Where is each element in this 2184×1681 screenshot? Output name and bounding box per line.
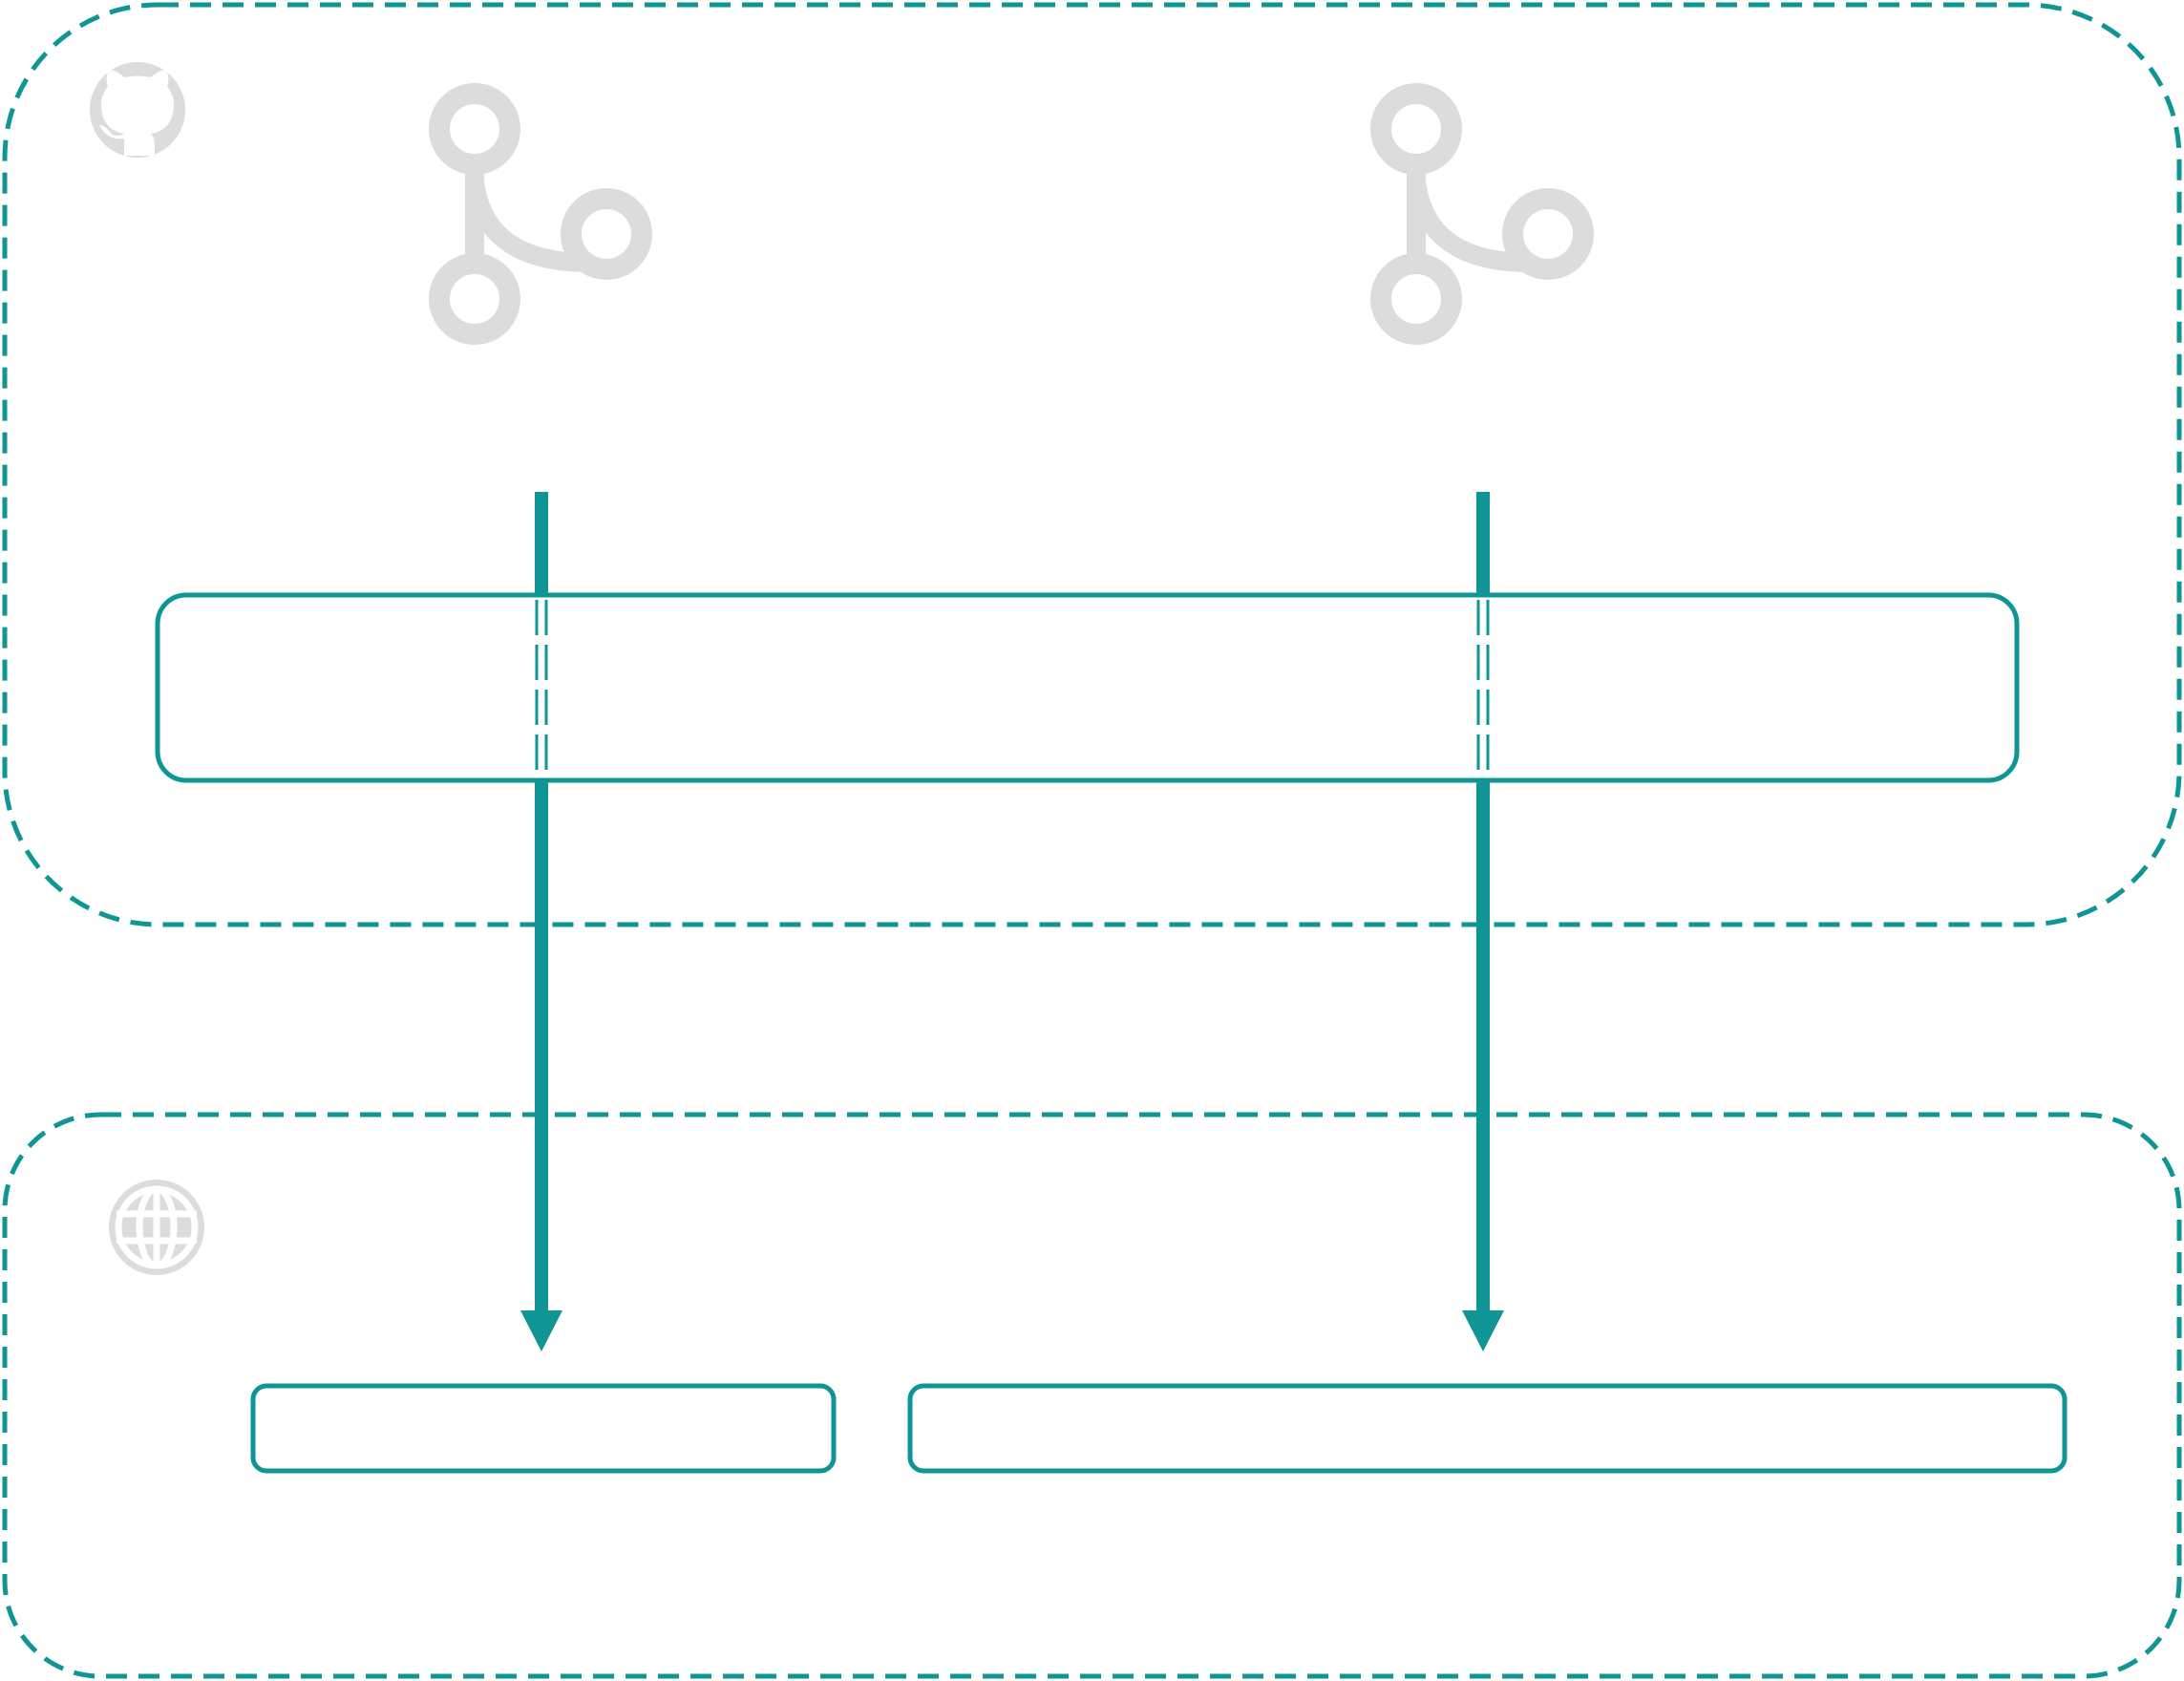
web-environment-container	[2, 1112, 2182, 1679]
arrow-right	[1462, 492, 1504, 1351]
pipeline-box	[155, 592, 2020, 783]
arrow-right-through-box	[1476, 600, 1490, 776]
web-environment-border	[2, 1112, 2182, 1679]
github-environment-container	[2, 2, 2182, 927]
arrow-left-through-box	[535, 600, 548, 776]
arrow-left	[520, 492, 562, 1351]
branch-left-icon	[439, 94, 642, 334]
target-box-left	[250, 1383, 837, 1474]
github-icon	[90, 62, 185, 158]
branch-right-icon	[1381, 94, 1583, 334]
github-environment-border	[2, 2, 2182, 927]
globe-icon	[109, 1180, 204, 1275]
target-box-right	[907, 1383, 2067, 1474]
